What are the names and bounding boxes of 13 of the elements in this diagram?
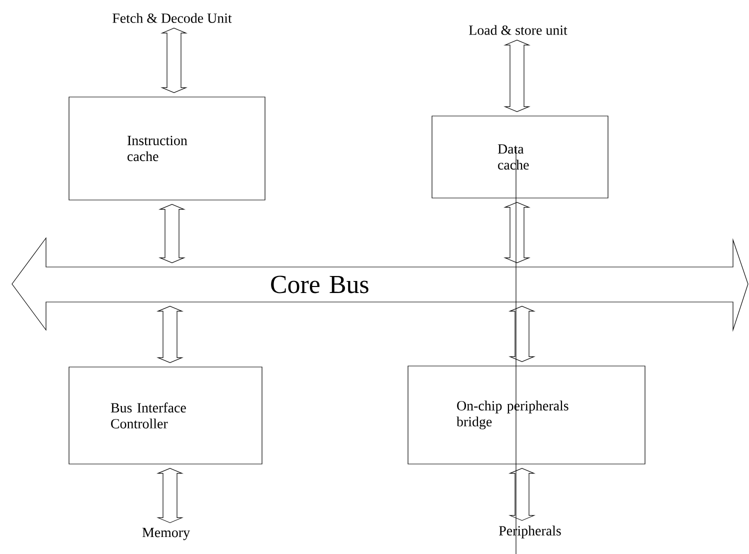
- hollow-arrow: [156, 468, 184, 524]
- hollow-arrow: [504, 40, 530, 112]
- hollow-arrow: [508, 468, 536, 521]
- hollow-arrow: [508, 306, 536, 362]
- unit-label: Memory: [142, 528, 190, 540]
- hollow-arrow: [504, 202, 530, 264]
- unit-label: Fetch & Decode Unit: [112, 13, 232, 23]
- block-box: Instruction cache: [68, 96, 266, 200]
- unit-label: Load & store unit: [469, 25, 568, 35]
- hollow-arrow: [156, 306, 184, 364]
- hollow-arrow: [158, 204, 186, 264]
- hollow-arrow: [160, 28, 188, 94]
- block-box: Bus Interface Controller: [68, 366, 262, 464]
